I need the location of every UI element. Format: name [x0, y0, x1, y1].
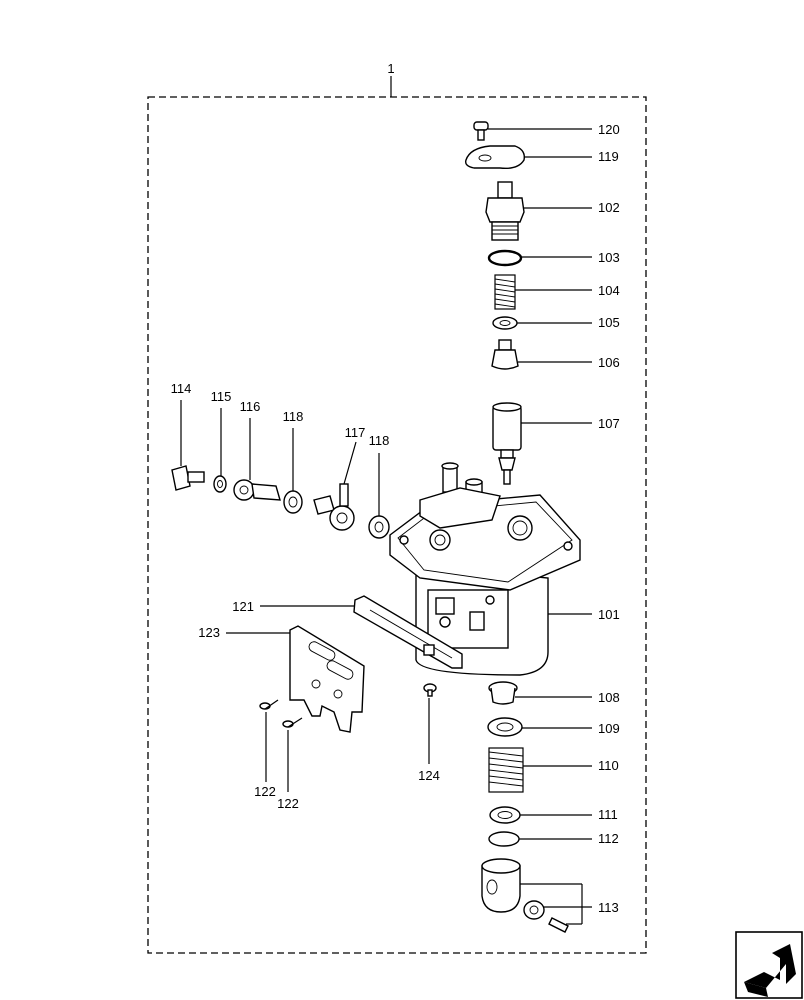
label-114: 114	[171, 381, 192, 396]
part-102-valve-holder[interactable]: 102	[485, 181, 620, 241]
part-105-washer[interactable]: 105	[492, 315, 620, 330]
label-111: 111	[598, 807, 618, 822]
part-124-pin[interactable]: 124	[418, 683, 440, 783]
label-118a: 118	[283, 409, 304, 424]
label-107: 107	[598, 416, 620, 431]
label-108: 108	[598, 690, 620, 705]
part-110-plunger-spring[interactable]: 110	[488, 747, 619, 793]
part-115-washer[interactable]: 115	[211, 389, 232, 493]
label-103: 103	[598, 250, 620, 265]
label-122b: 122	[277, 796, 299, 811]
part-104-spring[interactable]: 104	[494, 274, 620, 310]
label-101: 101	[598, 607, 620, 622]
part-101-pump-body[interactable]: 101	[389, 462, 620, 676]
label-102: 102	[598, 200, 620, 215]
part-111-lower-seat[interactable]: 111	[489, 806, 618, 824]
label-105: 105	[598, 315, 620, 330]
part-108-spring-seat[interactable]: 108	[488, 681, 620, 705]
label-104: 104	[598, 283, 620, 298]
part-114-banjo-bolt[interactable]: 114	[171, 381, 205, 491]
label-121: 121	[232, 599, 254, 614]
label-112: 112	[598, 831, 619, 846]
part-122-screw-b[interactable]: 122	[277, 717, 303, 811]
assembly-boundary	[147, 96, 647, 954]
part-107-plunger[interactable]: 107	[492, 402, 620, 485]
label-106: 106	[598, 355, 620, 370]
label-124: 124	[418, 768, 440, 783]
part-116-banjo-fitting[interactable]: 116	[233, 399, 281, 501]
label-122a: 122	[254, 784, 276, 799]
assembly-label: 1	[387, 61, 394, 76]
part-113-tappet-set[interactable]: 113	[481, 858, 619, 933]
label-113: 113	[598, 900, 619, 915]
label-110: 110	[598, 758, 619, 773]
part-123-cover-plate[interactable]: 123	[198, 625, 365, 733]
part-109-washer[interactable]: 109	[487, 717, 620, 737]
label-123: 123	[198, 625, 220, 640]
part-117-overflow-fitting[interactable]: 117	[313, 425, 366, 531]
part-118-washer-b[interactable]: 118	[368, 433, 390, 539]
part-106-delivery-valve[interactable]: 106	[491, 339, 620, 370]
label-118b: 118	[369, 433, 390, 448]
next-page-arrow-icon[interactable]	[735, 931, 803, 999]
part-121-control-rack[interactable]: 121	[232, 595, 463, 669]
part-103-o-ring[interactable]: 103	[487, 249, 620, 267]
label-117: 117	[345, 425, 366, 440]
part-119-plate[interactable]: 119	[464, 145, 619, 170]
label-120: 120	[598, 122, 620, 137]
label-115: 115	[211, 389, 232, 404]
label-109: 109	[598, 721, 620, 736]
part-120-screw[interactable]: 120	[473, 121, 620, 141]
part-122-screw-a[interactable]: 122	[254, 699, 279, 799]
part-112-shim[interactable]: 112	[488, 831, 619, 847]
part-118-washer-a[interactable]: 118	[283, 409, 304, 514]
label-119: 119	[598, 149, 619, 164]
label-116: 116	[240, 399, 261, 414]
